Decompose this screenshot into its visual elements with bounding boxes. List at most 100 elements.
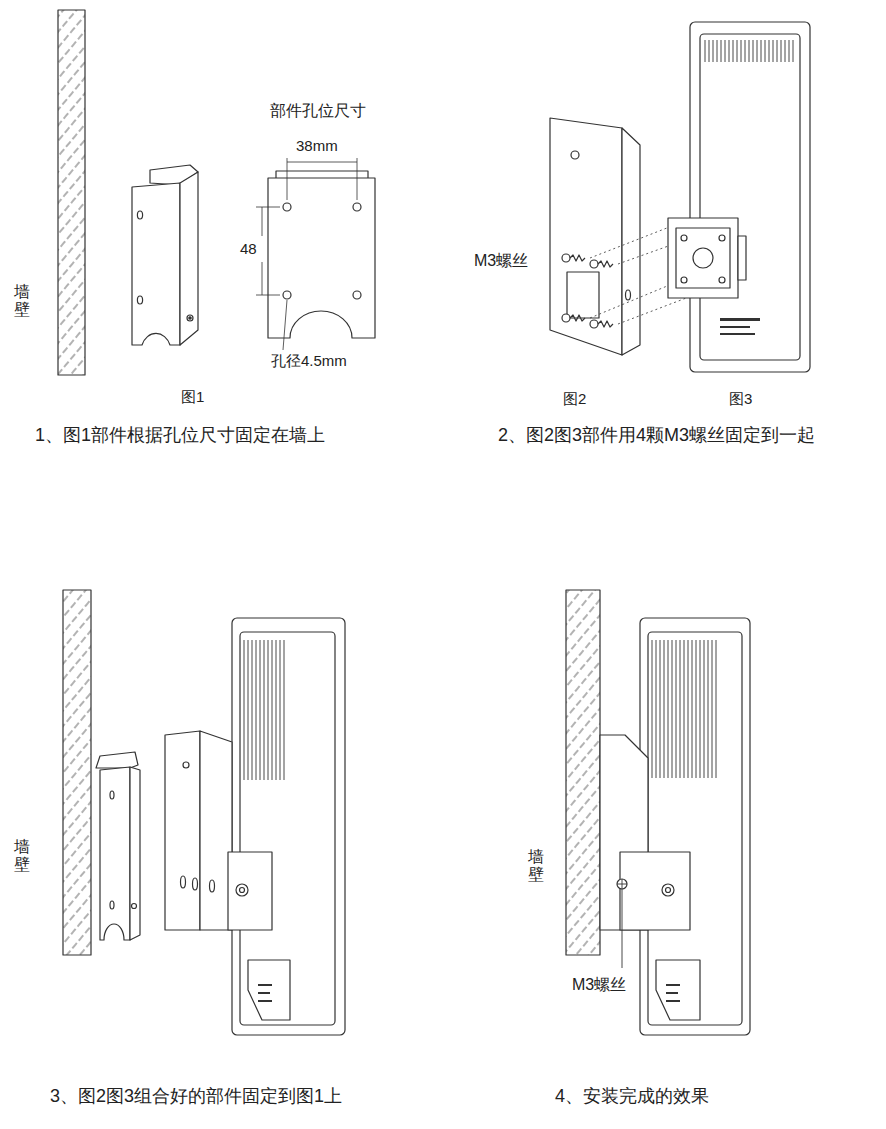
figure-number: 图1	[181, 388, 204, 406]
figure-number: 图3	[729, 390, 752, 408]
device-panel	[690, 22, 810, 372]
hole-layout	[353, 291, 361, 299]
alignment-dotted-line	[590, 284, 672, 318]
device-assembly	[200, 731, 232, 930]
hole-layout	[283, 291, 291, 299]
part-label: M3螺丝	[474, 251, 528, 270]
device-bracket	[550, 118, 640, 355]
wall-bracket	[189, 317, 191, 319]
dimension-label: 孔径4.5mm	[271, 352, 347, 370]
device-assembly	[244, 640, 284, 780]
m3-screw	[562, 254, 613, 328]
m3-screw	[570, 315, 585, 321]
hole-layout	[268, 178, 375, 338]
installed-device	[666, 1000, 680, 1002]
wall-bracket	[100, 767, 130, 940]
device-bracket	[622, 128, 640, 355]
wall-bracket	[96, 752, 140, 940]
step-caption: 4、安装完成的效果	[555, 1086, 709, 1108]
wall-hatch	[566, 590, 600, 955]
m3-screw	[590, 320, 613, 328]
installed-device	[622, 889, 623, 968]
device-assembly	[165, 618, 345, 1035]
installed-device	[666, 984, 680, 986]
drawing-part	[58, 10, 810, 1035]
device-panel	[668, 218, 738, 298]
m3-screw	[590, 260, 598, 268]
device-assembly	[236, 884, 248, 896]
heading-label: 部件孔位尺寸	[270, 101, 366, 120]
hole-layout	[283, 300, 287, 350]
device-bracket	[626, 290, 631, 300]
wall-label: 墙壁	[14, 838, 30, 873]
hole-layout	[256, 295, 280, 296]
device-assembly	[240, 632, 335, 1025]
device-assembly	[183, 762, 189, 768]
m3-screw	[598, 261, 613, 267]
wall-bracket	[96, 752, 138, 768]
installed-device	[666, 888, 671, 893]
installed-device	[666, 992, 678, 994]
device-panel	[681, 277, 687, 283]
hole-layout	[287, 158, 288, 200]
installed-device	[652, 640, 716, 778]
wall-bracket	[132, 904, 137, 909]
device-panel	[681, 235, 687, 241]
device-panel	[720, 326, 750, 328]
device-panel	[719, 235, 725, 241]
device-assembly	[210, 880, 215, 892]
device-assembly	[258, 992, 270, 994]
device-panel	[720, 318, 760, 321]
device-panel	[738, 236, 746, 280]
wall-bracket	[180, 172, 198, 345]
wall-bracket	[110, 901, 114, 909]
device-bracket	[571, 151, 579, 159]
m3-screw	[562, 254, 585, 262]
device-assembly	[248, 960, 290, 1020]
device-panel	[705, 40, 793, 62]
m3-screw	[590, 260, 613, 268]
installed-device	[640, 618, 750, 1035]
installed-device	[662, 884, 674, 896]
device-panel	[668, 22, 810, 372]
device-assembly	[258, 1000, 272, 1002]
wall-label: 墙壁	[528, 848, 544, 883]
m3-screw	[562, 314, 570, 322]
device-panel	[720, 333, 755, 335]
dimension-label: 38mm	[296, 137, 338, 155]
wall-bracket	[132, 183, 180, 345]
part-label: M3螺丝	[572, 975, 626, 994]
device-assembly	[258, 984, 272, 986]
installed-device	[617, 879, 627, 889]
hole-layout	[357, 158, 358, 200]
wall-bracket	[137, 296, 142, 304]
installed-device	[600, 618, 750, 1035]
step-caption: 3、图2图3组合好的部件固定到图1上	[50, 1086, 342, 1108]
hole-layout	[256, 158, 375, 350]
wall-bracket	[137, 211, 142, 219]
m3-screw	[570, 255, 585, 261]
dimension-label: 48	[240, 240, 257, 258]
device-assembly	[228, 852, 272, 930]
device-panel	[693, 248, 713, 268]
device-assembly	[193, 878, 198, 890]
hole-layout	[283, 203, 291, 211]
device-panel	[676, 228, 730, 288]
m3-screw	[590, 320, 598, 328]
m3-screw	[562, 314, 585, 322]
alignment-dotted-line	[590, 226, 672, 258]
hole-layout	[276, 171, 368, 178]
hole-layout	[262, 262, 263, 295]
device-panel	[719, 277, 725, 283]
device-assembly	[240, 888, 245, 893]
installed-device	[617, 879, 627, 889]
wall-bracket	[130, 767, 140, 940]
wall-bracket	[132, 165, 198, 345]
hole-layout	[256, 207, 280, 208]
device-assembly	[181, 876, 186, 888]
wall-bracket	[110, 791, 114, 799]
device-bracket	[550, 118, 622, 355]
wall-hatch	[58, 10, 85, 375]
